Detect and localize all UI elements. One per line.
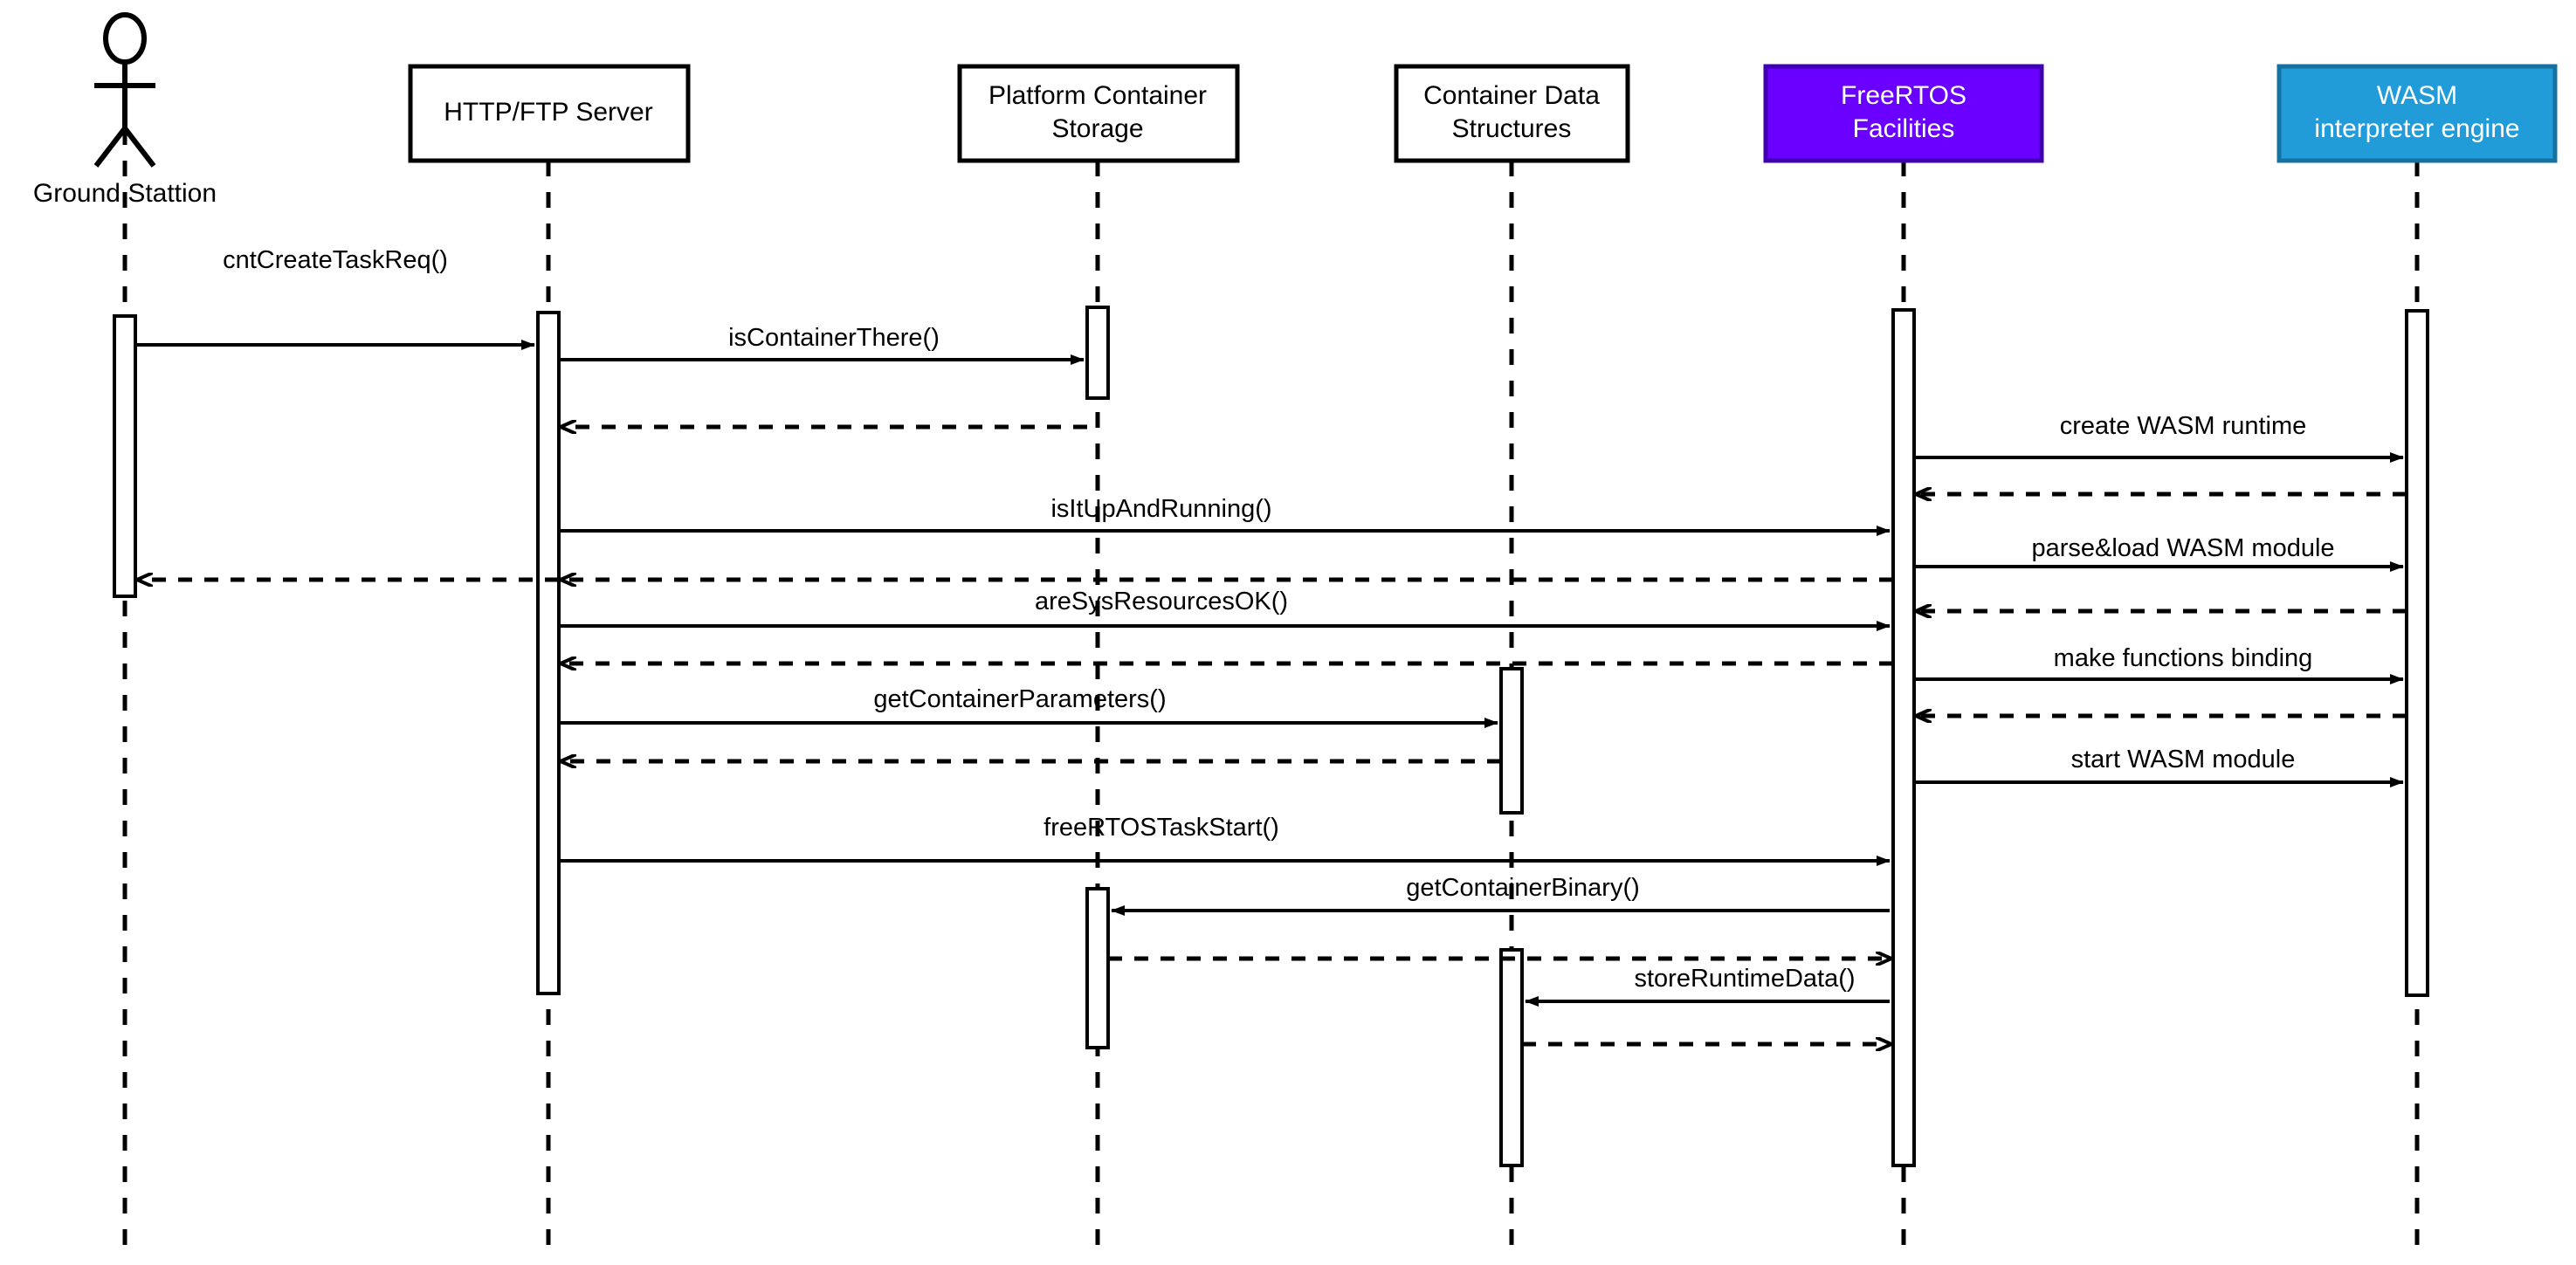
message-m2[interactable]: isContainerThere() [559, 324, 1085, 365]
participant-label-platform-container-storage: Storage [1051, 114, 1143, 143]
message-m18[interactable]: getContainerBinary() [1111, 874, 1890, 916]
participant-label-container-data-structures: Container Data [1423, 81, 1600, 110]
activation-bar-ground-station [113, 314, 137, 598]
message-m12[interactable]: make functions binding [1914, 644, 2404, 684]
message-m6[interactable]: isItUpAndRunning() [559, 495, 1891, 536]
participant-label-ground-station: Ground Stattion [33, 179, 217, 208]
messages-group: cntCreateTaskReq() isContainerThere() crea… [135, 246, 2407, 1044]
message-m1[interactable]: cntCreateTaskReq() [135, 246, 535, 350]
message-label-m1: cntCreateTaskReq() [223, 246, 448, 274]
participant-box-platform-container-storage[interactable] [957, 64, 1240, 163]
message-label-m4: create WASM runtime [2060, 412, 2307, 440]
message-label-m12: make functions binding [2054, 644, 2313, 672]
message-m9[interactable]: areSysResourcesOK() [559, 588, 1891, 631]
message-label-m17: freeRTOSTaskStart() [1043, 814, 1279, 842]
activation-bars-group [113, 306, 2429, 1167]
participant-box-freertos-facilities[interactable] [1763, 64, 2044, 163]
message-m4[interactable]: create WASM runtime [1914, 412, 2404, 463]
message-label-m13: getContainerParameters() [873, 685, 1166, 713]
message-m20[interactable]: storeRuntimeData() [1525, 965, 1890, 1007]
participant-label-wasm-interpreter-engine: interpreter engine [2314, 114, 2519, 143]
participant-header-http-ftp-server[interactable]: HTTP/FTP Server [408, 64, 691, 163]
message-m17[interactable]: freeRTOSTaskStart() [559, 814, 1891, 866]
message-label-m9: areSysResourcesOK() [1035, 588, 1288, 615]
actor-leg-left-icon [93, 127, 127, 168]
participant-label-freertos-facilities: Facilities [1853, 114, 1955, 143]
actor-head-icon [103, 12, 147, 65]
participant-header-wasm-interpreter-engine[interactable]: WASM interpreter engine [2276, 64, 2558, 163]
participant-box-wasm-interpreter-engine[interactable] [2276, 64, 2558, 163]
activation-bar-platform-container-storage [1085, 306, 1110, 400]
lifelines-group [122, 129, 2420, 1257]
participant-box-http-ftp-server[interactable] [408, 64, 691, 163]
message-label-m16: start WASM module [2071, 746, 2296, 773]
actor-leg-right-icon [122, 127, 156, 168]
message-label-m18: getContainerBinary() [1406, 874, 1640, 902]
participant-label-container-data-structures: Structures [1452, 114, 1572, 143]
activation-bar-container-data-structures [1499, 948, 1524, 1167]
message-label-m20: storeRuntimeData() [1634, 965, 1855, 993]
activation-bar-http-ftp-server [536, 311, 561, 995]
participant-box-container-data-structures[interactable] [1394, 64, 1630, 163]
participant-label-platform-container-storage: Platform Container [988, 81, 1207, 110]
activation-bar-freertos-facilities [1891, 308, 1916, 1167]
message-label-m6: isItUpAndRunning() [1050, 495, 1271, 523]
participant-label-freertos-facilities: FreeRTOS [1841, 81, 1966, 110]
participant-label-http-ftp-server: HTTP/FTP Server [444, 98, 652, 127]
activation-bar-wasm-interpreter-engine [2405, 309, 2429, 997]
participant-label-wasm-interpreter-engine: WASM [2377, 81, 2457, 110]
participant-header-freertos-facilities[interactable]: FreeRTOS Facilities [1763, 64, 2044, 163]
message-m13[interactable]: getContainerParameters() [559, 685, 1498, 728]
message-label-m7: parse&load WASM module [2031, 534, 2334, 562]
activation-bar-container-data-structures [1499, 667, 1524, 815]
participant-headers-group: Ground Stattion HTTP/FTP Server Platform C… [33, 12, 2558, 208]
message-m16[interactable]: start WASM module [1914, 746, 2404, 787]
message-m7[interactable]: parse&load WASM module [1914, 534, 2404, 572]
message-label-m2: isContainerThere() [728, 324, 940, 352]
activation-bar-platform-container-storage [1085, 887, 1110, 1049]
participant-header-ground-station[interactable]: Ground Stattion [33, 12, 217, 208]
